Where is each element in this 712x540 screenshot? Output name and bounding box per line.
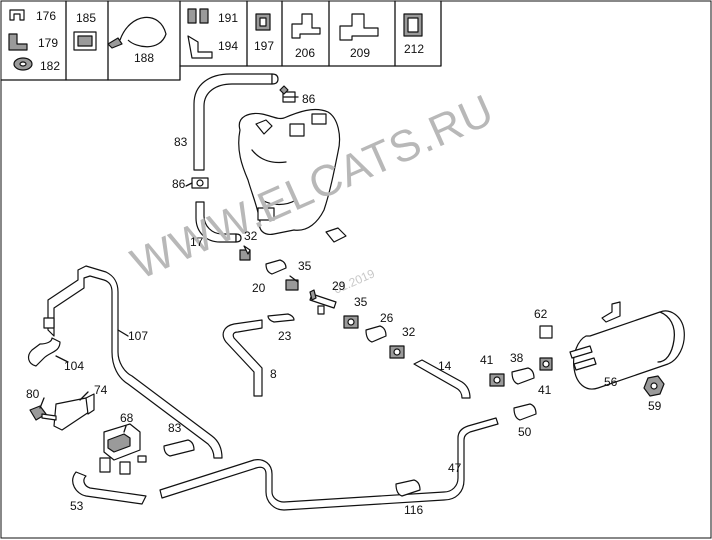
bolt-80: [29, 405, 57, 421]
leader-lines: [39, 96, 299, 433]
callout-86-upper: 86: [302, 92, 316, 106]
sleeve-26: [365, 325, 387, 343]
hose-104: [27, 337, 61, 367]
clip-194-icon: [187, 35, 213, 59]
clamp-86-left: [191, 177, 209, 189]
connector-209-icon: [339, 13, 379, 41]
hose-53: [72, 471, 147, 505]
callout-59: 59: [648, 399, 662, 413]
sleeve-50: [513, 403, 537, 421]
clip-197-icon: [255, 13, 271, 31]
callout-104: 104: [64, 359, 84, 373]
sleeve-116: [395, 479, 421, 497]
callout-41-left: 41: [480, 353, 494, 367]
clamp-35-middle: [343, 315, 359, 329]
callout-14: 14: [438, 359, 452, 373]
callout-20: 20: [252, 281, 266, 295]
part-number-197: 197: [254, 39, 274, 53]
part-number-212: 212: [404, 42, 424, 56]
part-number-176: 176: [36, 9, 56, 23]
sleeve-20: [265, 259, 287, 275]
callout-107: 107: [128, 329, 148, 343]
callout-35-middle: 35: [354, 295, 368, 309]
part-number-206: 206: [295, 46, 315, 60]
nut-182-icon: [13, 57, 33, 71]
part-number-194: 194: [218, 39, 238, 53]
callout-23: 23: [278, 329, 292, 343]
clip-179-icon: [8, 33, 28, 51]
callout-47: 47: [448, 461, 462, 475]
clamp-41-left: [489, 373, 505, 387]
clip-176-icon: [9, 9, 25, 21]
hose-83-upper: [193, 73, 279, 171]
line-47: [159, 417, 499, 511]
part-number-185: 185: [76, 11, 96, 25]
callout-80: 80: [26, 387, 40, 401]
part-number-182: 182: [40, 59, 60, 73]
callout-50: 50: [518, 425, 532, 439]
callout-83-upper: 83: [174, 135, 188, 149]
callout-29: 29: [332, 279, 346, 293]
line-107: [43, 265, 223, 459]
part-number-191: 191: [218, 11, 238, 25]
filter-56: [569, 301, 685, 390]
tee-connector-29: [309, 289, 337, 315]
callouts: 83 86 86 17 32 35 20 29 35 26 32 23 107 …: [26, 92, 662, 517]
clip-212-icon: [403, 13, 423, 37]
clamp-32-middle: [389, 345, 405, 359]
callout-8: 8: [270, 367, 277, 381]
clamp-86-upper: [279, 85, 296, 103]
sleeve-38: [511, 367, 535, 385]
callout-116: 116: [404, 503, 423, 517]
clip-191-icon: [187, 8, 209, 24]
part-number-188: 188: [134, 51, 154, 65]
callout-26: 26: [380, 311, 394, 325]
clamp-41-right: [539, 357, 553, 371]
sleeve-83-lower: [163, 439, 195, 457]
callout-32-middle: 32: [402, 325, 416, 339]
callout-83-lower: 83: [168, 421, 182, 435]
pipe-14: [413, 359, 471, 399]
callout-35-upper: 35: [298, 259, 312, 273]
callout-74: 74: [94, 383, 108, 397]
reservoir-tank: [238, 108, 347, 243]
hose-8: [222, 319, 263, 397]
part-number-179: 179: [38, 36, 58, 50]
callout-68: 68: [120, 411, 134, 425]
cap-62: [539, 325, 553, 339]
sleeve-23: [267, 313, 295, 323]
clamp-32-upper: [239, 245, 251, 261]
hose-17: [195, 201, 242, 243]
clamp-35-upper: [285, 275, 299, 291]
part-number-209: 209: [350, 46, 370, 60]
bracket-74: [53, 393, 95, 431]
callout-56: 56: [604, 375, 618, 389]
nut-59: [643, 375, 665, 397]
callout-41-right: 41: [538, 383, 552, 397]
strap-188-icon: [107, 16, 167, 49]
callout-38: 38: [510, 351, 524, 365]
callout-86-left: 86: [172, 177, 186, 191]
callout-32-upper: 32: [244, 229, 258, 243]
connector-206-icon: [291, 13, 321, 39]
callout-62: 62: [534, 307, 548, 321]
callout-17: 17: [190, 235, 204, 249]
pump-68: [99, 423, 147, 475]
grommet-185-icon: [73, 31, 97, 51]
callout-53: 53: [70, 499, 84, 513]
